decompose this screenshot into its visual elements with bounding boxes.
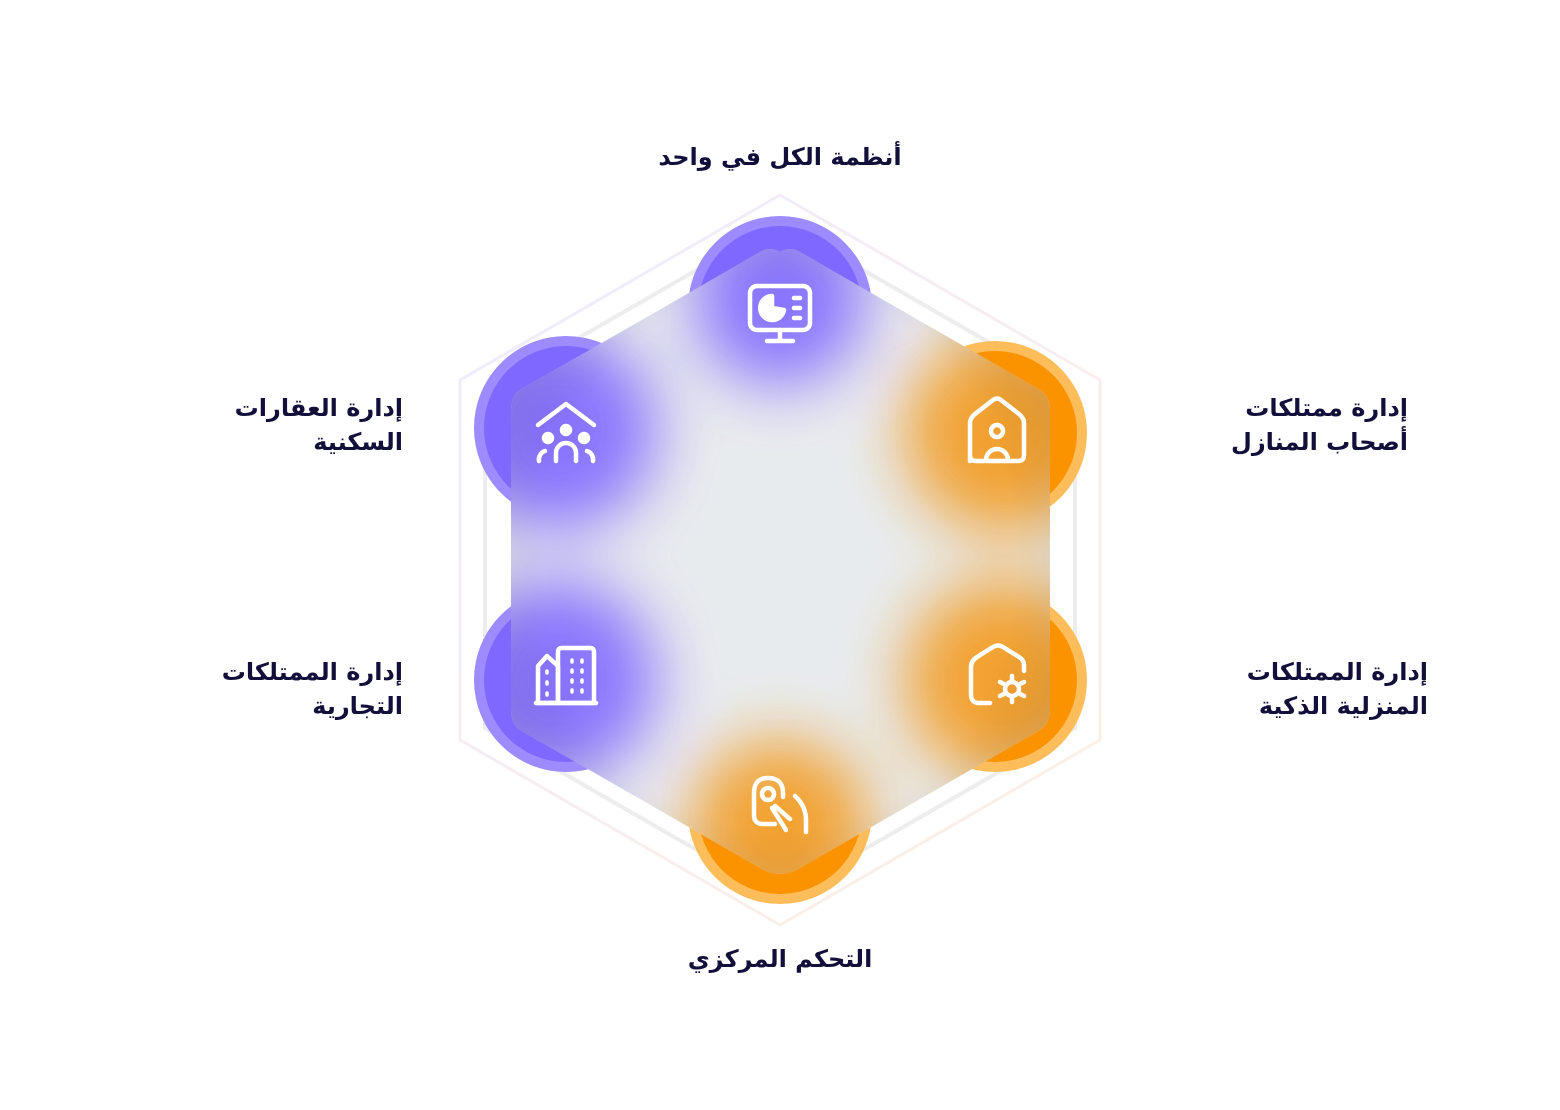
monitor-chart-icon <box>747 283 813 344</box>
frosted-center-hexagon <box>511 249 1050 874</box>
outer-hexagon-outline <box>458 193 1102 927</box>
label-central-control: التحكم المركزي <box>687 945 873 973</box>
buildings-icon <box>533 645 599 706</box>
label-smart-home-property-management: إدارة الممتلكات المنزلية الذكية <box>1246 658 1428 720</box>
label-homeowner-property-management: إدارة ممتلكات أصحاب المنازل <box>1231 394 1408 456</box>
label-all-in-one-systems: أنظمة الكل في واحد <box>658 143 902 171</box>
residential-community-icon <box>535 401 597 464</box>
smart-home-gear-icon <box>968 643 1027 706</box>
touch-control-icon <box>751 775 809 835</box>
label-residential-real-estate-management: إدارة العقارات السكنية <box>234 394 403 456</box>
house-user-icon <box>967 396 1027 464</box>
label-commercial-property-management: إدارة الممتلكات التجارية <box>221 658 403 720</box>
